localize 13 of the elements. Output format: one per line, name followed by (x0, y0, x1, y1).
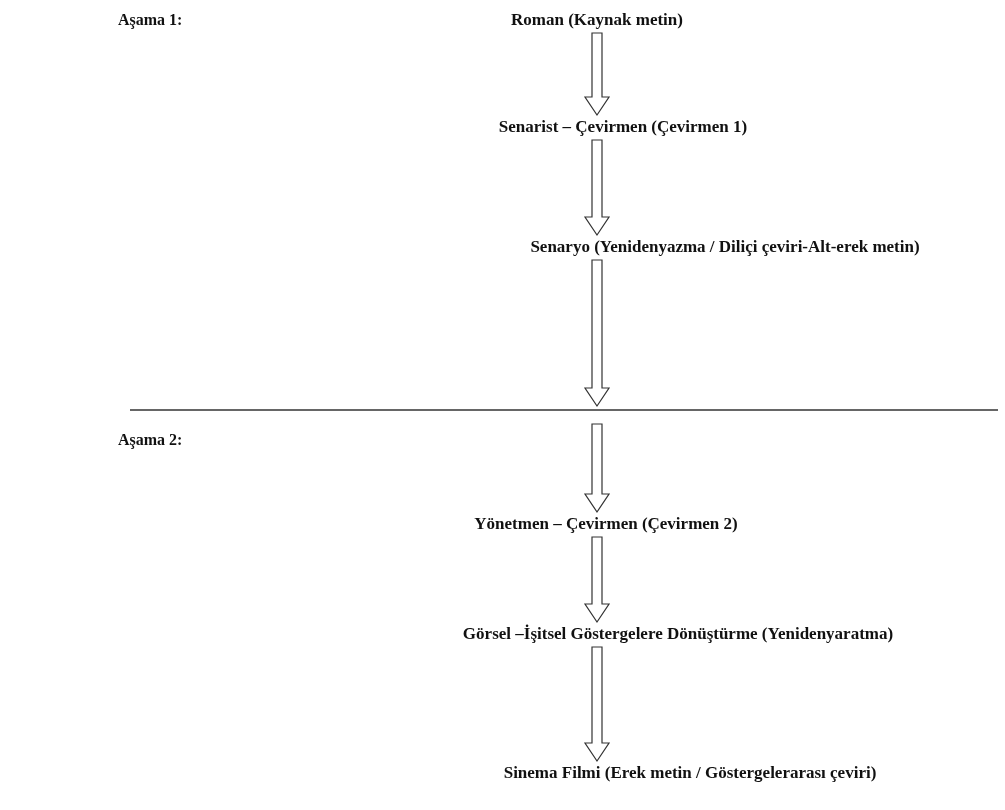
step-text: Sinema Filmi (Erek metin / Göstergelerarası çeviri) (503, 763, 877, 783)
hollow-arrow (583, 32, 611, 117)
hollow-arrow (583, 139, 611, 237)
hollow-arrow (583, 536, 611, 624)
stage-label: Aşama 2: (118, 430, 183, 450)
step-text: Senarist – Çevirmen (Çevirmen 1) (498, 117, 748, 137)
step-text: Roman (Kaynak metin) (511, 10, 683, 30)
step-text: Senaryo (Yenidenyazma / Diliçi çeviri-Alt-erek metin) (530, 237, 920, 257)
stage-label: Aşama 1: (118, 10, 183, 30)
hollow-arrow (583, 646, 611, 763)
step-text: Yönetmen – Çevirmen (Çevirmen 2) (474, 514, 738, 534)
hollow-arrow (583, 259, 611, 514)
step-text: Görsel –İşitsel Göstergelere Dönüştürme (Yenidenyaratma) (462, 624, 894, 644)
